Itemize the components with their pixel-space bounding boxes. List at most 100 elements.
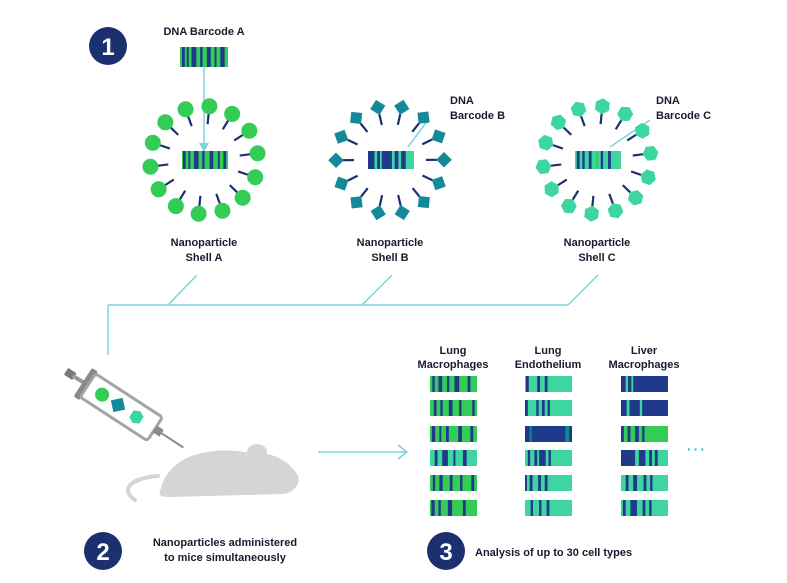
circle-ligand-icon [241,122,258,139]
readout-c3-r5-stripe [625,475,629,491]
readout-c3-r5-stripe [633,475,637,491]
ligand-stem [233,133,245,142]
ligand-stem [579,115,586,127]
diamond-ligand-icon [334,176,349,191]
circle-ligand-icon [157,114,174,131]
readout-c1-r1-stripe [438,376,443,392]
shell-c-core-barcode-stripe [596,151,598,169]
shell-c-label-line1: Nanoparticle [564,237,631,249]
shell-b-core-barcode-stripe [377,151,380,169]
diamond-ligand-icon [417,196,430,209]
readout-c3-r4-stripe [654,450,658,466]
syringe-icon [64,368,184,449]
readout-c2-r2-stripe [541,400,545,416]
readout-c1-r1 [430,376,477,392]
readout-c1-r5-stripe [460,475,463,491]
shell-c-core-barcode-stripe [582,151,585,169]
barcode-a-stripe [191,47,197,67]
readout-c2-r6-stripe [546,500,550,516]
diamond-ligand-icon [370,205,386,221]
syringe-plunger-rod [71,373,86,385]
hexagon-ligand-icon [617,106,634,121]
readout-c2-r1 [525,376,572,392]
readout-c3-r6-stripe [649,500,652,516]
shell-a-connector [167,274,198,306]
readout-c2-r3-stripe [565,426,570,442]
readout-c1-r2-base [430,400,477,416]
more-cell-types-ellipsis: ··· [687,441,707,457]
diamond-ligand-icon [350,196,363,209]
readout-c1-r1-stripe [432,376,435,392]
diamond-ligand-icon [334,129,349,144]
circle-ligand-icon [214,202,231,219]
readout-c3-r6-stripe [622,500,626,516]
readout-c2-r5-stripe [529,475,533,491]
readout-c3-r5-stripe [643,475,647,491]
readout-c3-r1 [621,376,668,392]
ligand-stem [206,113,210,125]
readout-c2-r1-base [525,376,572,392]
nanoparticle-shell-c [535,98,659,222]
hexagon-ligand-icon [607,203,624,219]
readout-c3-r6 [621,500,668,516]
shell-a-core-barcode-base [182,151,228,169]
readout-c3-r2-base [621,400,668,416]
readout-c3-r2 [621,400,668,416]
circle-ligand-icon [201,98,218,115]
ligand-stem [157,163,169,167]
barcode-c-label-line2: Barcode C [656,110,711,122]
ligand-stem [221,119,230,130]
barcode-a-stripe [186,47,189,67]
syringe-green-particle [95,387,110,402]
step-2: 2 Nanoparticles administered to mice sim… [84,532,297,570]
step-2-text-line1: Nanoparticles administered [153,537,297,549]
barcode-b-label-line1: DNA [450,95,474,107]
shell-b-label-line1: Nanoparticle [357,237,424,249]
readout-c1-r3-stripe [431,426,436,442]
readout-c3-r1-stripe [625,376,629,392]
ligand-stem [422,174,433,182]
hexagon-ligand-icon [535,159,552,175]
barcode-a-label: DNA Barcode A [163,26,244,38]
column-1-header-line1: Lung [440,345,467,357]
syringe-needle [161,432,184,449]
ligand-stem [562,126,573,136]
ligand-stem [608,193,615,205]
readout-c1-r5-stripe [449,475,453,491]
ligand-stem [378,113,383,126]
readout-c2-r2 [525,400,572,416]
readout-c2-r1-stripe [537,376,541,392]
diamond-ligand-icon [350,111,363,124]
barcode-readout-columns [430,376,668,516]
readout-c1-r4-stripe [453,450,456,466]
ligand-stem [411,122,421,133]
hexagon-ligand-icon [544,181,559,198]
shell-c-core-barcode-stripe [600,151,604,169]
shell-b-core-barcode [368,151,414,169]
readout-c2-r4-stripe [534,450,538,466]
readout-c1-r1-stripe [454,376,460,392]
ligand-stem [556,178,568,187]
shell-c-core-barcode-stripe [608,151,611,169]
ligand-stem [159,143,171,150]
diamond-ligand-icon [394,99,410,115]
readout-c1-r3-stripe [445,426,449,442]
readout-c1-r2-stripe [433,400,437,416]
step-3-badge [427,532,465,570]
readout-c1-r3 [430,426,477,442]
readout-c1-r2-stripe [448,400,453,416]
hexagon-ligand-icon [550,114,567,130]
readout-c1-r4-stripe [434,450,438,466]
ligand-stem [163,178,175,187]
shell-c-connector [567,274,599,306]
syringe-flange [74,368,98,400]
ligand-stem [421,138,433,146]
readout-c1-r3-base [430,426,477,442]
readout-c1-r5-stripe [439,475,443,491]
ligand-stem [591,195,595,207]
readout-c1-r2 [430,400,477,416]
readout-c1-r6-stripe [438,500,441,516]
step-1: 1 DNA Barcode A [89,26,245,67]
hexagon-ligand-icon [595,98,610,115]
